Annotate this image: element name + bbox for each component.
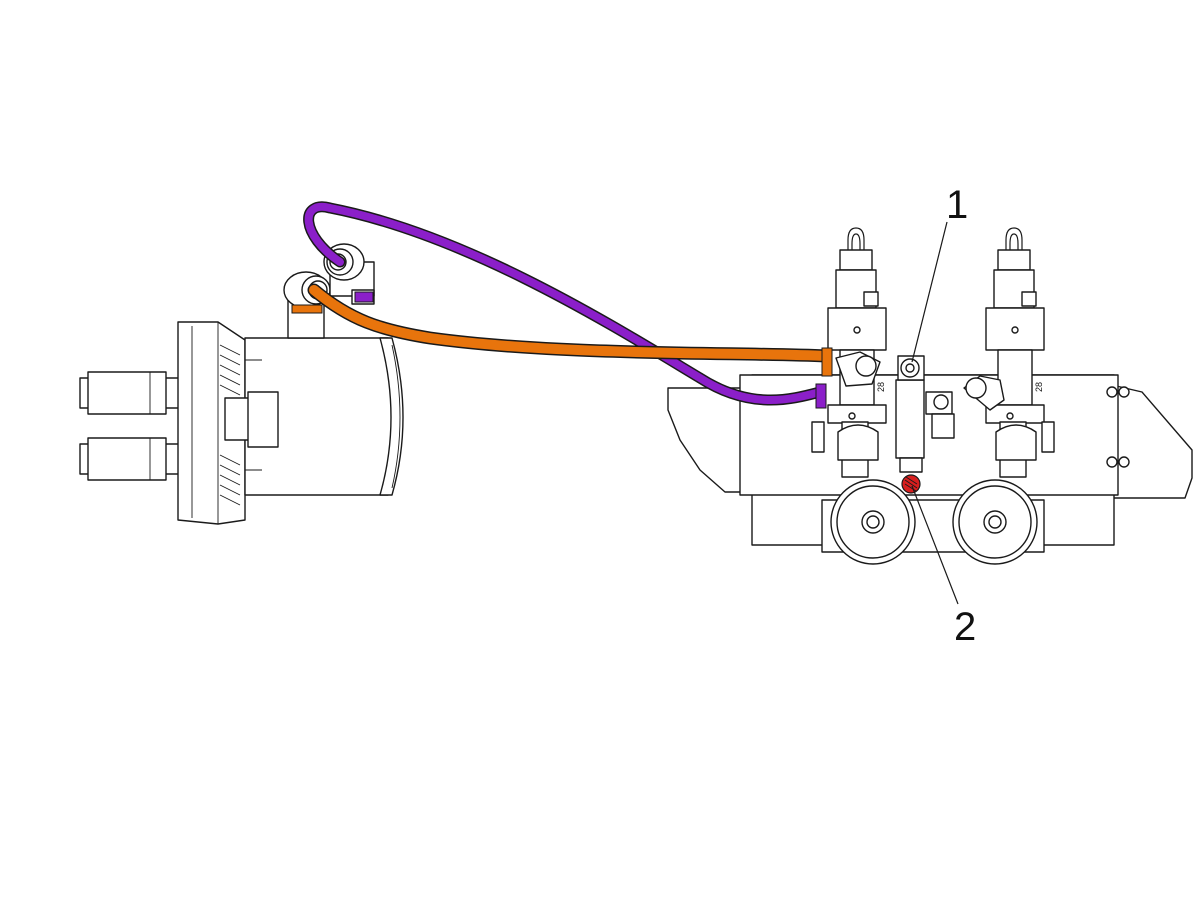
pump-assembly	[79, 243, 404, 525]
purple-clip	[354, 291, 374, 303]
orange-clip	[291, 304, 323, 314]
valve-left	[811, 227, 887, 478]
hose-purple	[303, 201, 826, 406]
pump-shaft-lower	[79, 437, 181, 481]
orange-hose-fitting	[821, 347, 833, 377]
drain-plug	[901, 474, 921, 494]
callout-1-label: 1	[946, 183, 968, 227]
fitting-mark-right: 28	[1034, 382, 1044, 392]
caster-wheel-right	[952, 479, 1038, 565]
check-valve-fitting	[897, 355, 925, 381]
pump-flange-plate	[177, 321, 246, 525]
right-bracket	[1111, 384, 1193, 499]
purple-hose-fitting	[815, 383, 827, 409]
callout-2-label: 2	[954, 605, 976, 649]
valve-right	[963, 227, 1055, 478]
valve-housing	[739, 374, 1130, 553]
valve-block-assembly: 28 28	[667, 227, 1193, 565]
pump-motor-body	[224, 337, 404, 496]
pump-shaft-upper	[79, 371, 181, 415]
caster-wheel-left	[830, 479, 916, 565]
callout-1: 1	[911, 183, 968, 363]
callout-2: 2	[911, 485, 976, 649]
hose-orange	[307, 283, 833, 363]
fitting-mark-left: 28	[876, 382, 886, 392]
